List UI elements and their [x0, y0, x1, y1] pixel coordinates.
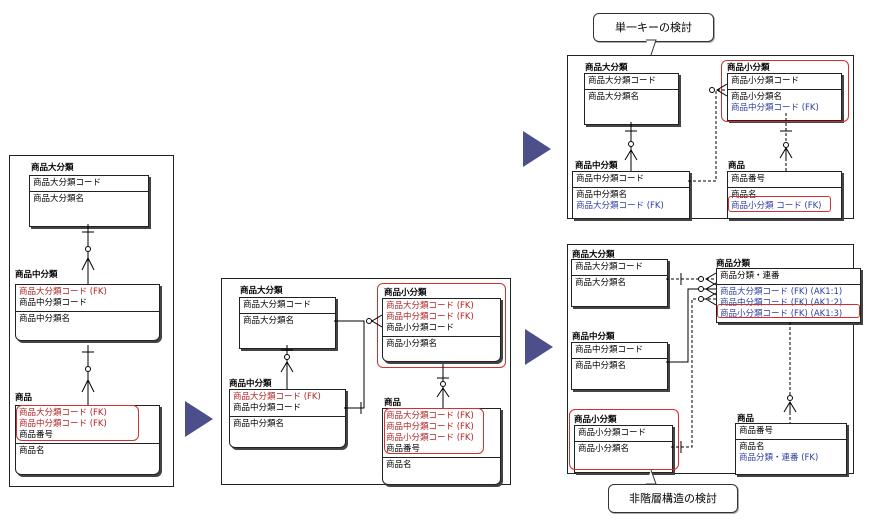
attr-fk: 商品大分類コード (FK) [19, 408, 107, 418]
attr: 商品名 [386, 460, 412, 470]
entity-sho-bunrui: 商品小分類コード 商品小分類名商品中分類コード (FK) [727, 73, 842, 121]
entity-dai-bunrui: 商品大分類コード 商品大分類名 [584, 73, 679, 125]
attr: 商品中分類コード [19, 298, 88, 308]
attr-fk: 商品中分類コード (FK) [19, 419, 107, 429]
attr-fk: 商品大分類コード (FK) (AK1:1) [720, 287, 843, 297]
callout-single-key: 単一キーの検討 [593, 13, 714, 42]
arrow-right-icon [185, 401, 213, 437]
entity-dai-bunrui: 商品大分類コード 商品大分類名 [571, 259, 668, 307]
entity-title: 商品 [15, 393, 33, 403]
highlight-box [728, 196, 831, 212]
entity-sho-bunrui: 商品大分類コード (FK)商品中分類コード (FK)商品小分類コード 商品小分類… [382, 298, 501, 362]
entity-title: 商品分類 [716, 259, 751, 269]
entity-dai-bunrui: 商品大分類コード 商品大分類名 [29, 175, 149, 227]
entity-title: 商品小分類 [574, 415, 617, 425]
entity-title: 商品小分類 [727, 63, 770, 73]
callout-text: 非階層構造の検討 [629, 492, 717, 505]
arrow-right-icon [525, 329, 553, 365]
attr: 商品小分類コード [386, 323, 455, 333]
entity-title: 商品大分類 [585, 63, 628, 73]
entity-chu-bunrui: 商品中分類コード 商品中分類名商品大分類コード (FK) [572, 171, 690, 219]
attr: 商品分類・連番 [720, 271, 780, 281]
attr: 商品中分類名 [19, 314, 71, 324]
entity-chu-bunrui: 商品大分類コード (FK)商品中分類コード 商品中分類名 [229, 389, 346, 448]
entity-title: 商品 [728, 161, 746, 171]
attr: 商品大分類名 [588, 92, 640, 102]
callout-text: 単一キーの検討 [615, 21, 692, 34]
attr: 商品小分類コード [578, 428, 647, 438]
attr: 商品大分類コード [243, 300, 312, 310]
attr: 商品名 [19, 446, 45, 456]
attr: 商品小分類名 [386, 339, 438, 349]
attr: 商品小分類名 [731, 92, 783, 102]
highlight-box [721, 60, 849, 122]
attr: 商品番号 [739, 426, 774, 436]
attr-fk: 商品小分類 コード (FK) [731, 201, 822, 211]
attr-fk: 商品小分類コード (FK) [386, 433, 474, 443]
attr: 商品番号 [731, 174, 766, 184]
attr-fk: 商品大分類コード (FK) [386, 411, 474, 421]
entity-chu-bunrui: 商品大分類コード (FK)商品中分類コード 商品中分類名 [15, 284, 160, 341]
arrow-right-icon [523, 131, 551, 167]
attr: 商品大分類名 [33, 194, 85, 204]
attr: 商品名 [731, 190, 757, 200]
highlight-box [16, 405, 139, 441]
attr-fk: 商品小分類コード (FK) (AK1:3) [720, 309, 843, 319]
attr-fk: 商品中分類コード (FK) [386, 422, 474, 432]
attr: 商品中分類名 [575, 361, 627, 371]
attr: 商品中分類名 [576, 190, 628, 200]
attr-fk: 商品中分類コード (FK) (AK1:2) [720, 298, 843, 308]
entity-title: 商品小分類 [384, 288, 427, 298]
entity-shohin-bunrui: 商品分類・連番 商品大分類コード (FK) (AK1:1)商品中分類コード (F… [716, 268, 861, 323]
entity-title: 商品中分類 [229, 379, 272, 389]
attr: 商品大分類コード [588, 76, 657, 86]
entity-chu-bunrui: 商品中分類コード 商品中分類名 [571, 342, 668, 390]
attr-fk: 商品分類・連番 (FK) [739, 453, 819, 463]
attr: 商品中分類コード [576, 174, 645, 184]
attr: 商品大分類コード [33, 178, 102, 188]
entity-title: 商品 [384, 398, 402, 408]
entity-shohin: 商品大分類コード (FK)商品中分類コード (FK)商品小分類コード (FK)商… [382, 408, 501, 485]
entity-title: 商品中分類 [15, 270, 58, 280]
attr: 商品中分類コード [233, 403, 302, 413]
highlight-box [377, 283, 506, 368]
attr: 商品番号 [19, 430, 54, 440]
attr: 商品中分類コード [575, 345, 644, 355]
attr: 商品番号 [386, 444, 421, 454]
attr-fk: 商品大分類コード (FK) [233, 392, 321, 402]
attr: 商品中分類名 [233, 419, 285, 429]
attr: 商品名 [739, 442, 765, 452]
attr: 商品大分類名 [575, 278, 627, 288]
attr-fk: 商品大分類コード (FK) [19, 287, 107, 297]
highlight-box [569, 409, 679, 470]
attr-fk: 商品中分類コード (FK) [386, 312, 474, 322]
entity-title: 商品大分類 [240, 286, 283, 296]
entity-sho-bunrui: 商品小分類コード 商品小分類名 [574, 425, 673, 473]
attr: 商品大分類名 [243, 316, 295, 326]
attr: 商品大分類コード [575, 262, 644, 272]
attr: 商品小分類コード [731, 76, 800, 86]
entity-title: 商品中分類 [572, 332, 615, 342]
entity-dai-bunrui: 商品大分類コード 商品大分類名 [239, 297, 336, 349]
entity-shohin: 商品番号 商品名商品分類・連番 (FK) [735, 423, 847, 475]
entity-title: 商品大分類 [572, 250, 615, 260]
attr-fk: 商品大分類コード (FK) [386, 301, 474, 311]
attr-fk: 商品中分類コード (FK) [731, 103, 819, 113]
entity-title: 商品大分類 [31, 163, 74, 173]
highlight-box [384, 408, 484, 454]
entity-title: 商品中分類 [575, 161, 618, 171]
entity-title: 商品 [737, 414, 755, 424]
highlight-box [717, 304, 860, 318]
attr: 商品小分類名 [578, 444, 630, 454]
callout-non-hierarchical: 非階層構造の検討 [608, 484, 738, 513]
attr-fk: 商品大分類コード (FK) [576, 201, 664, 211]
